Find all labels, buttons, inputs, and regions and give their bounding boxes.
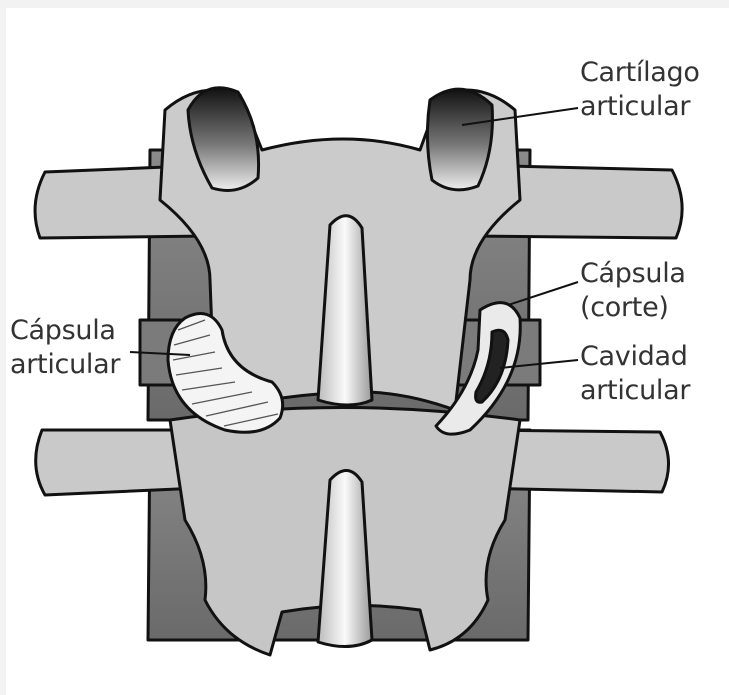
- label-cavidad-line2: articular: [580, 374, 690, 408]
- label-capsula-corte-line2: (corte): [580, 291, 686, 325]
- label-cartilago-line2: articular: [580, 90, 700, 124]
- label-capsula-articular-line1: Cápsula: [10, 314, 120, 348]
- label-capsula-articular: Cápsula articular: [10, 314, 120, 382]
- label-capsula-corte-line1: Cápsula: [580, 257, 686, 291]
- label-cartilago-articular: Cartílago articular: [580, 56, 700, 124]
- right-articular-cartilage: [427, 89, 492, 190]
- label-cavidad-line1: Cavidad: [580, 340, 690, 374]
- label-cavidad-articular: Cavidad articular: [580, 340, 690, 408]
- label-cartilago-line1: Cartílago: [580, 56, 700, 90]
- label-capsula-corte: Cápsula (corte): [580, 257, 686, 325]
- label-capsula-articular-line2: articular: [10, 348, 120, 382]
